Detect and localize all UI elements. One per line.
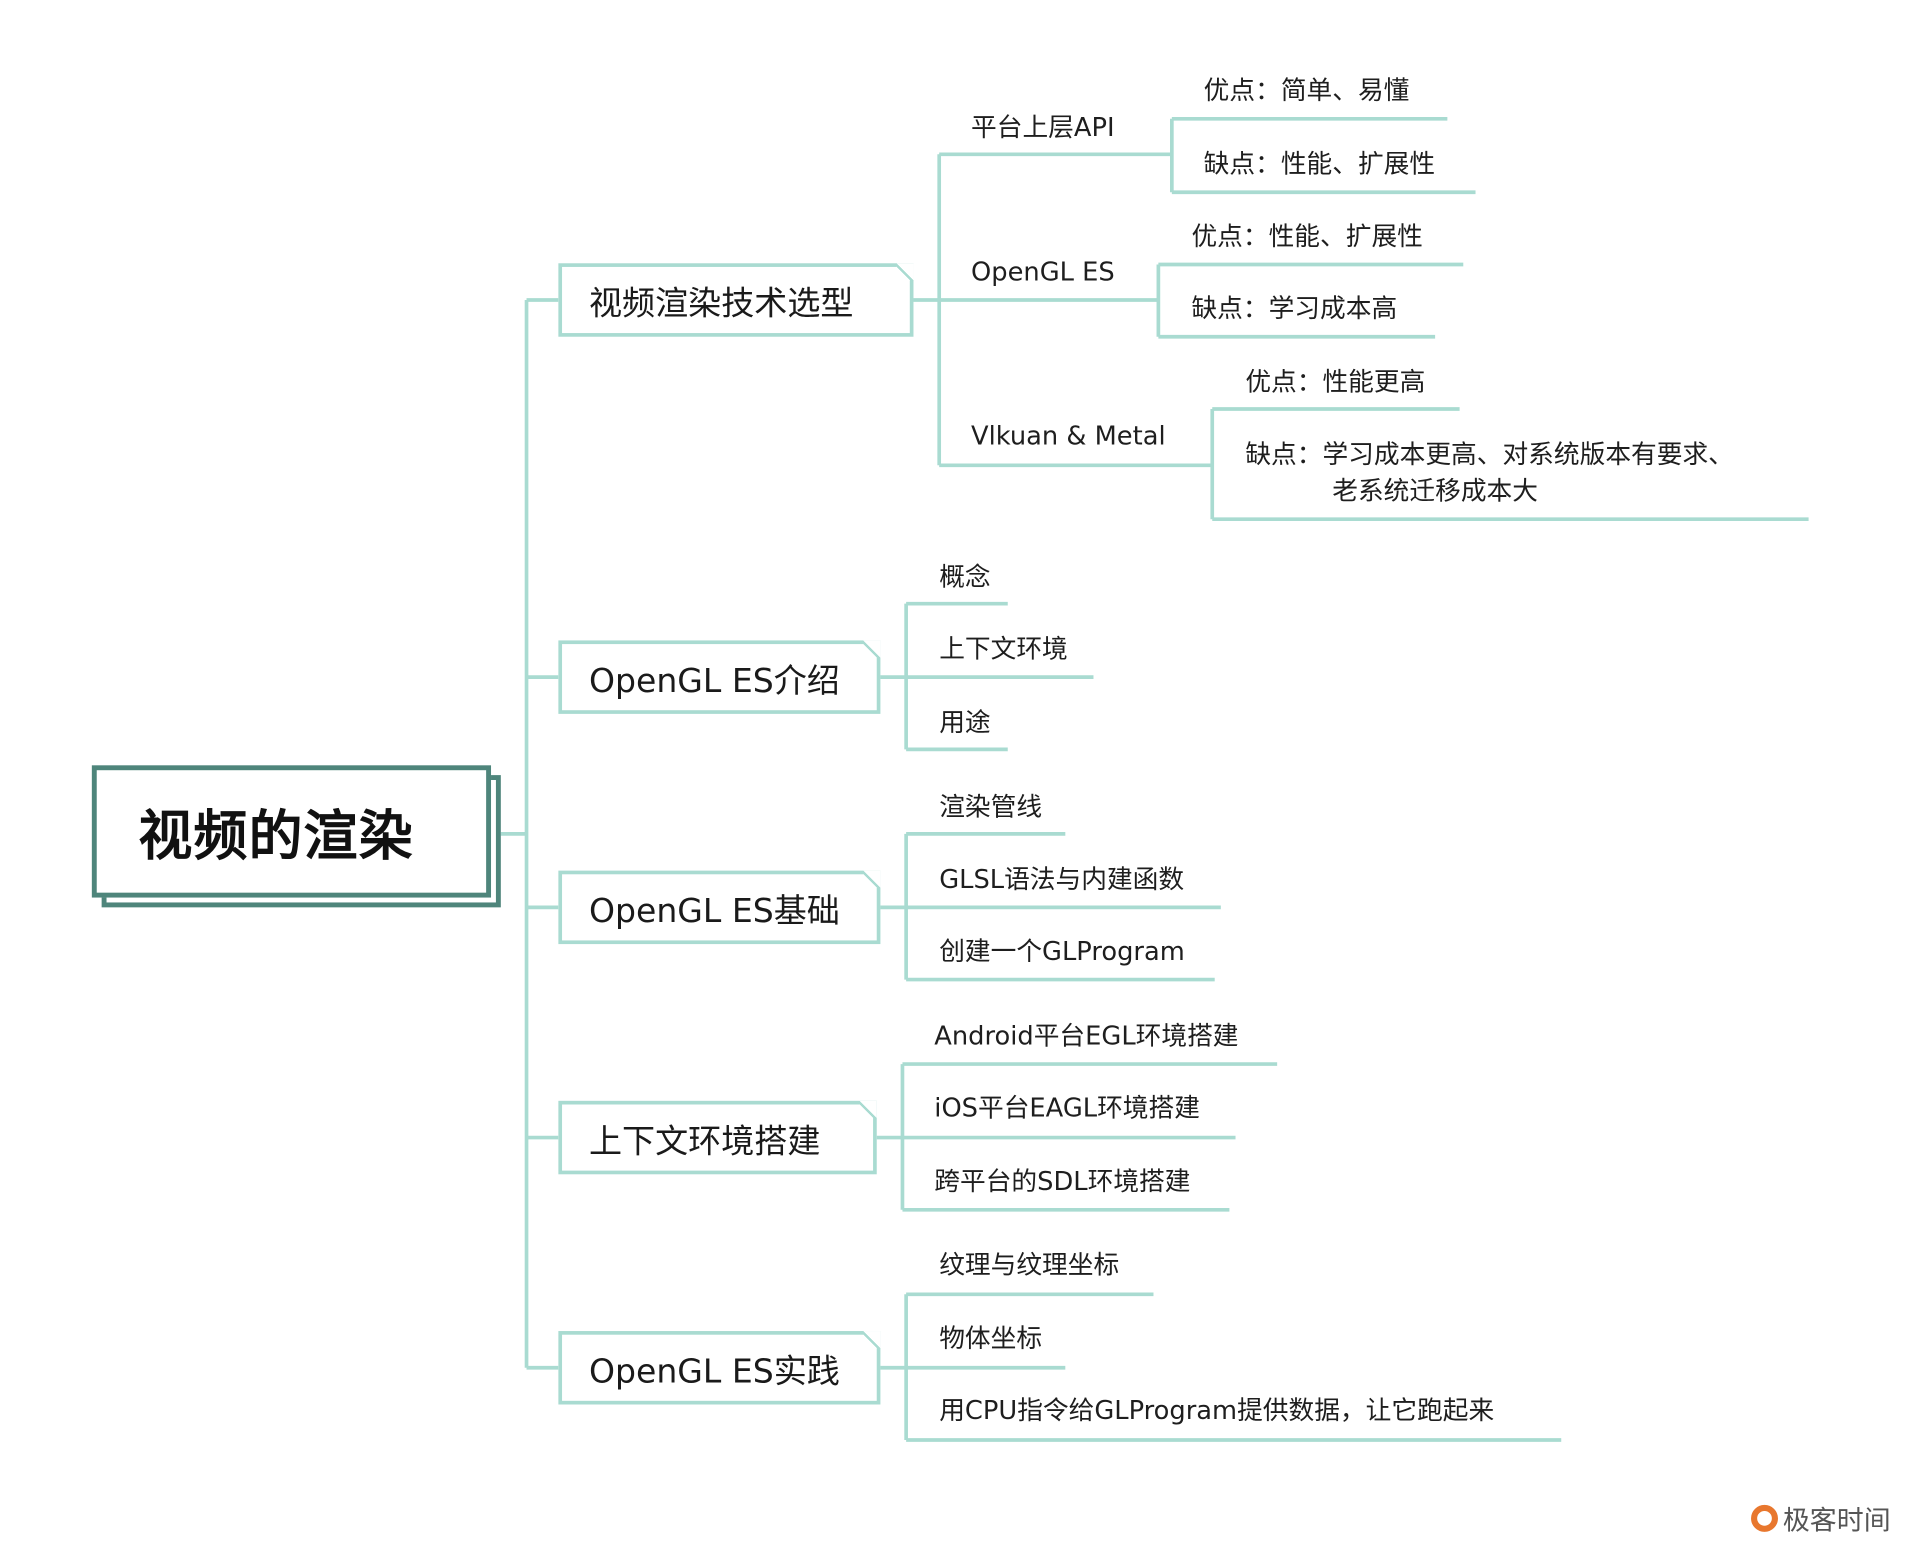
node-pro[interactable]: 优点：简单、易懂 — [1203, 75, 1410, 106]
node-ios-eagl[interactable]: iOS平台EAGL环境搭建 — [934, 1093, 1200, 1123]
branch-label: OpenGL ES实践 — [588, 1352, 840, 1391]
branch-render-tech-selection[interactable]: 视频渲染技术选型 — [558, 263, 914, 337]
branch-label: OpenGL ES基础 — [588, 892, 840, 931]
logo-text: 极客时间 — [1782, 1506, 1891, 1537]
node-object-coords[interactable]: 物体坐标 — [939, 1323, 1043, 1354]
node-pro[interactable]: 优点：性能、扩展性 — [1191, 221, 1423, 252]
node-texture[interactable]: 纹理与纹理坐标 — [939, 1250, 1120, 1280]
branch-label: 上下文环境搭建 — [588, 1122, 821, 1161]
node-pipeline[interactable]: 渲染管线 — [939, 792, 1043, 822]
node-android-egl[interactable]: Android平台EGL环境搭建 — [934, 1021, 1239, 1051]
node-platform-api[interactable]: 平台上层API — [971, 112, 1115, 143]
node-opengl-es[interactable]: OpenGL ES — [971, 257, 1115, 287]
branch-label: 视频渲染技术选型 — [588, 284, 854, 323]
branch-opengl-intro[interactable]: OpenGL ES介绍 — [558, 640, 881, 714]
node-cpu-data[interactable]: 用CPU指令给GLProgram提供数据，让它跑起来 — [939, 1395, 1495, 1426]
node-sdl[interactable]: 跨平台的SDL环境搭建 — [934, 1166, 1191, 1197]
node-con[interactable]: 缺点：性能、扩展性 — [1203, 149, 1436, 179]
node-usage[interactable]: 用途 — [939, 707, 991, 738]
branch-label: OpenGL ES介绍 — [588, 661, 840, 700]
geektime-logo-icon — [1751, 1504, 1778, 1532]
branch-context-setup[interactable]: 上下文环境搭建 — [558, 1100, 877, 1175]
root-node[interactable]: 视频的渲染 — [91, 765, 492, 898]
root-label: 视频的渲染 — [138, 805, 414, 869]
branch-opengl-basics[interactable]: OpenGL ES基础 — [558, 870, 881, 945]
node-concept[interactable]: 概念 — [939, 562, 991, 592]
node-context[interactable]: 上下文环境 — [939, 634, 1068, 664]
node-pro[interactable]: 优点：性能更高 — [1245, 367, 1426, 397]
node-con-cont: 老系统迁移成本大 — [1332, 476, 1538, 506]
node-con[interactable]: 缺点：学习成本更高、对系统版本有要求、 — [1245, 439, 1734, 469]
branch-opengl-practice[interactable]: OpenGL ES实践 — [558, 1331, 881, 1405]
node-glprogram[interactable]: 创建一个GLProgram — [939, 936, 1185, 967]
node-glsl[interactable]: GLSL语法与内建函数 — [939, 864, 1185, 894]
geektime-logo: 极客时间 — [1751, 1499, 1891, 1538]
node-con[interactable]: 缺点：学习成本高 — [1191, 293, 1398, 324]
node-vulkan-metal[interactable]: Vlkuan & Metal — [971, 421, 1166, 451]
